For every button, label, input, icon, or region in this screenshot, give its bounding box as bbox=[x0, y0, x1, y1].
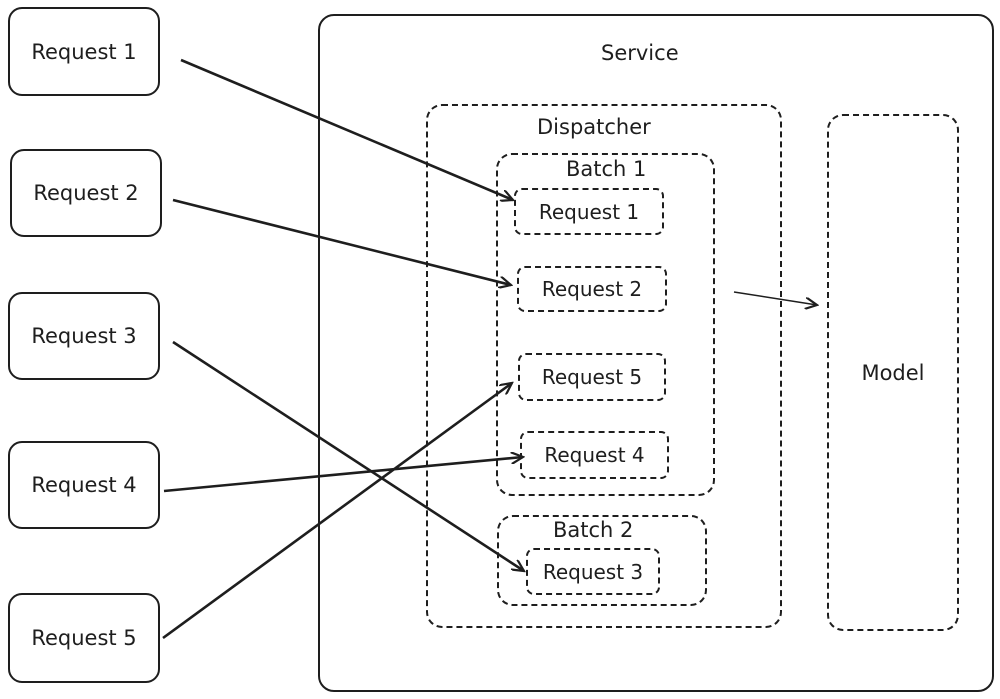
request-1-box: Request 1 bbox=[8, 7, 160, 96]
request-3-box: Request 3 bbox=[8, 292, 160, 380]
batch-1-request-2-label: Request 2 bbox=[541, 277, 643, 301]
batch-1-request-4-label: Request 4 bbox=[544, 443, 645, 467]
request-4-box: Request 4 bbox=[8, 441, 160, 529]
batch-1-title: Batch 1 bbox=[566, 157, 647, 181]
dispatcher-title: Dispatcher bbox=[537, 115, 651, 139]
request-1-label: Request 1 bbox=[31, 39, 137, 64]
request-2-label: Request 2 bbox=[33, 181, 139, 205]
batch-1-request-1: Request 1 bbox=[514, 188, 664, 235]
request-5-box: Request 5 bbox=[8, 593, 160, 683]
batch-1-container bbox=[496, 153, 715, 496]
batch-1-request-5: Request 5 bbox=[518, 353, 666, 401]
model-container: Model bbox=[827, 114, 959, 631]
batch-2-title: Batch 2 bbox=[553, 518, 634, 542]
batch-1-request-2: Request 2 bbox=[517, 266, 667, 312]
batch-2-request-3-label: Request 3 bbox=[542, 559, 644, 584]
batch-1-request-1-label: Request 1 bbox=[538, 199, 640, 224]
request-5-label: Request 5 bbox=[31, 626, 137, 650]
request-3-label: Request 3 bbox=[31, 324, 137, 348]
request-2-box: Request 2 bbox=[10, 149, 162, 237]
model-title: Model bbox=[861, 360, 925, 385]
batch-1-request-5-label: Request 5 bbox=[541, 365, 643, 389]
request-4-label: Request 4 bbox=[31, 473, 137, 497]
batch-1-request-4: Request 4 bbox=[520, 431, 669, 479]
batch-2-request-3: Request 3 bbox=[526, 548, 660, 595]
service-title: Service bbox=[601, 41, 679, 65]
